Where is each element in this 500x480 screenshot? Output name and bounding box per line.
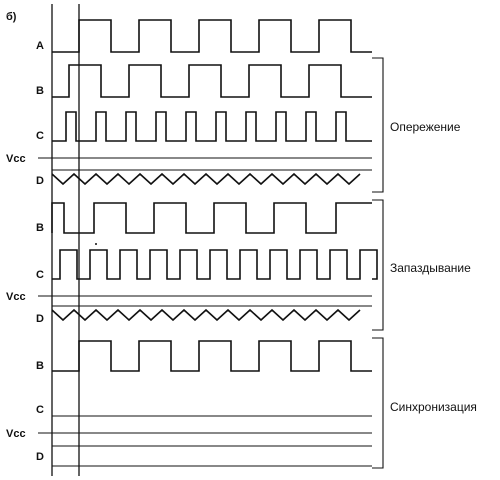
waveform-b-delay (51, 202, 372, 234)
section-label-advance: Опережение (390, 120, 461, 134)
waveform-c-advance (52, 111, 372, 142)
bracket-advance (372, 57, 384, 193)
label-d-sync: D (36, 451, 44, 463)
section-label-delay: Запаздывание (390, 261, 471, 275)
label-b-delay: B (36, 222, 44, 234)
label-vcc-delay: Vcc (6, 291, 26, 303)
label-b-advance: B (36, 85, 44, 97)
label-d-advance: D (36, 175, 44, 187)
section-label-sync: Синхронизация (390, 400, 477, 414)
waveform-b-sync (52, 340, 372, 372)
label-d-delay: D (36, 313, 44, 325)
waveform-a (52, 19, 372, 53)
waveform-d-advance (51, 172, 361, 186)
label-vcc-sync: Vcc (6, 428, 26, 440)
label-c-delay: C (36, 269, 44, 281)
label-c-advance: C (36, 130, 44, 142)
figure-label: б) (6, 11, 17, 23)
label-b-sync: B (36, 360, 44, 372)
bracket-sync (372, 337, 384, 469)
scan-dot (95, 243, 97, 245)
waveform-d-delay (51, 308, 361, 322)
waveform-c-delay (52, 249, 378, 280)
label-a: A (36, 40, 44, 52)
bracket-delay (372, 199, 384, 331)
label-c-sync: C (36, 404, 44, 416)
label-vcc-advance: Vcc (6, 153, 26, 165)
waveform-b-advance (52, 64, 372, 98)
